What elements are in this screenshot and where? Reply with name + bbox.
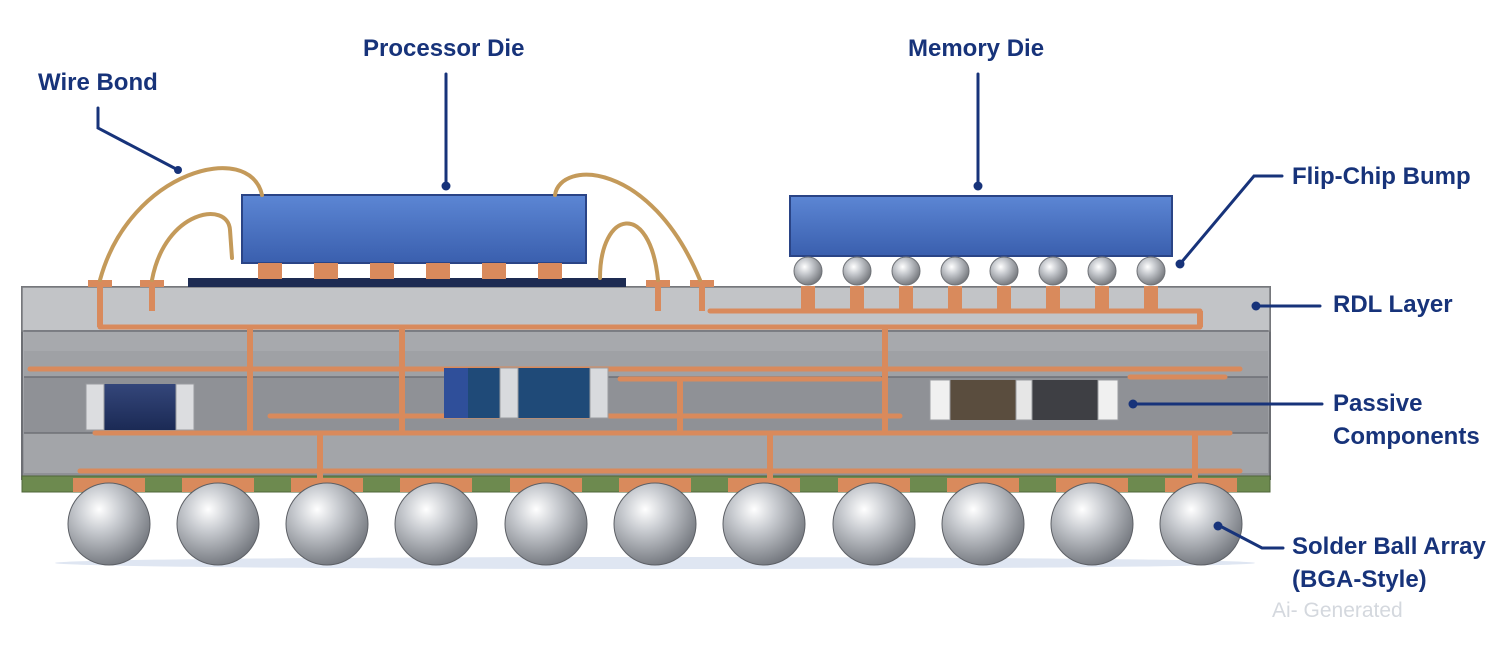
label-flip-chip-bump: Flip-Chip Bump <box>1292 163 1471 190</box>
solder-ball <box>1159 478 1243 566</box>
memory-die <box>789 195 1173 257</box>
passive-component-2 <box>444 367 609 419</box>
bond-pads <box>88 280 714 287</box>
flip-chip-bump <box>891 256 921 312</box>
solder-ball <box>394 478 478 566</box>
watermark: Ai- Generated <box>1272 599 1403 622</box>
flip-chip-bumps <box>793 256 1166 312</box>
solder-ball <box>285 478 369 566</box>
solder-ball <box>176 478 260 566</box>
label-passive-line1: Passive <box>1333 390 1423 417</box>
flip-chip-bump <box>1136 256 1166 312</box>
label-solder-line2: (BGA-Style) <box>1292 566 1427 593</box>
flip-chip-bump <box>940 256 970 312</box>
solder-ball <box>941 478 1025 566</box>
processor-die <box>188 194 626 287</box>
leader-solder-ball-array <box>1218 524 1285 550</box>
label-processor-die: Processor Die <box>363 35 525 62</box>
leader-lines <box>96 72 1324 550</box>
flip-chip-bump <box>989 256 1019 312</box>
solder-ball-array <box>55 478 1255 569</box>
label-wire-bond: Wire Bond <box>38 69 158 96</box>
passive-component-3 <box>929 379 1119 421</box>
label-passive-line2: Components <box>1333 423 1480 450</box>
copper-traces <box>27 308 1243 474</box>
solder-ball <box>67 478 151 566</box>
label-memory-die: Memory Die <box>908 35 1045 62</box>
flip-chip-bump <box>1038 256 1068 312</box>
leader-flip-chip-bump <box>1178 174 1284 266</box>
solder-ball <box>613 478 697 566</box>
leader-wire-bond <box>96 106 180 172</box>
flip-chip-bump <box>1087 256 1117 312</box>
solder-ball <box>1050 478 1134 566</box>
processor-pads <box>258 263 562 279</box>
solder-ball <box>504 478 588 566</box>
label-rdl-layer: RDL Layer <box>1333 291 1453 318</box>
label-solder-line1: Solder Ball Array <box>1292 533 1486 560</box>
solder-ball <box>722 478 806 566</box>
passive-component-1 <box>85 383 195 431</box>
flip-chip-bump <box>793 256 823 312</box>
flip-chip-bump <box>842 256 872 312</box>
solder-ball <box>832 478 916 566</box>
vias <box>97 285 1203 480</box>
wire-bonds <box>98 166 702 282</box>
